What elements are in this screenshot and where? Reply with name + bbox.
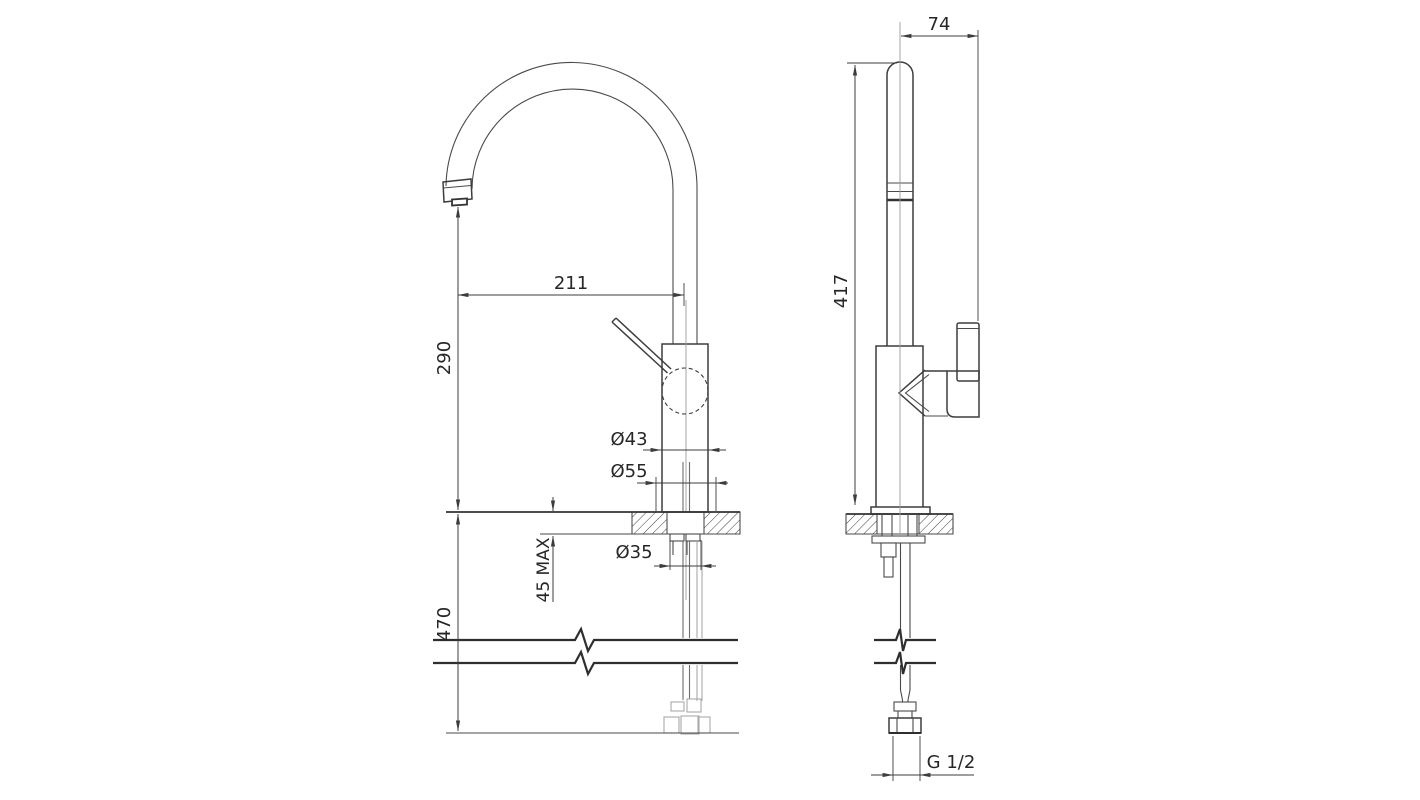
deck-hatch-right-side — [918, 513, 954, 535]
side-view: 74 417 G 1/2 — [831, 14, 980, 781]
dim-label-74: 74 — [928, 14, 951, 35]
deck-hatch-right — [703, 511, 741, 535]
handle-lever-front — [611, 317, 672, 374]
faucet-body-front — [661, 343, 709, 513]
cartridge-circle — [661, 367, 709, 415]
dimension-thread: G 1/2 — [871, 736, 975, 781]
mounting-hardware-side — [871, 535, 926, 578]
mounting-reducer — [880, 542, 897, 558]
dim-label-d43: Ø43 — [610, 429, 647, 450]
countertop-side — [845, 513, 954, 535]
dimension-total-height: 417 — [831, 62, 897, 506]
dimension-base-diameter: Ø55 — [610, 461, 728, 511]
dim-label-211: 211 — [554, 273, 588, 294]
mounting-stud — [883, 556, 894, 578]
dim-label-470: 470 — [434, 607, 455, 641]
hose-connectors-front — [663, 698, 711, 735]
handle-grip — [956, 322, 980, 382]
mounting-hardware-front — [669, 533, 701, 555]
handle-pivot-block — [946, 370, 980, 418]
supply-hose-side — [888, 543, 922, 734]
dim-label-d35: Ø35 — [615, 542, 652, 563]
dimension-depth: 74 — [900, 14, 979, 321]
base-flange-side — [870, 506, 931, 515]
dimension-spout-reach: 211 — [457, 273, 685, 306]
dim-label-g12: G 1/2 — [927, 752, 976, 773]
front-view: 211 290 Ø43 Ø55 Ø35 — [433, 61, 741, 735]
dimension-hole-diameter: Ø35 — [615, 540, 716, 570]
aerator-tip — [451, 197, 468, 207]
dim-label-45max: 45 MAX — [534, 537, 554, 602]
dimension-body-diameter: Ø43 — [610, 429, 726, 453]
break-lines-side — [874, 628, 936, 675]
spout-outline — [442, 61, 698, 344]
hose-collar — [893, 701, 917, 712]
spout-tip — [442, 178, 473, 203]
handle-side — [897, 322, 980, 418]
supply-hoses-front — [682, 541, 703, 701]
countertop-front — [446, 511, 741, 535]
faucet-body-side — [875, 345, 924, 509]
dim-label-290: 290 — [434, 341, 455, 375]
deck-hatch-left — [631, 511, 668, 535]
dim-label-d55: Ø55 — [610, 461, 647, 482]
dimension-deck-thickness: 45 MAX — [534, 497, 556, 602]
dimension-hose-drop: 470 — [434, 513, 461, 732]
break-lines-front — [433, 626, 738, 677]
dimension-outlet-height: 290 — [434, 206, 461, 511]
centerline-front — [682, 300, 691, 600]
dim-label-417: 417 — [831, 274, 852, 308]
threaded-shank — [881, 514, 918, 536]
deck-hatch-left-side — [845, 513, 878, 535]
mounting-nut-plate — [871, 535, 926, 544]
